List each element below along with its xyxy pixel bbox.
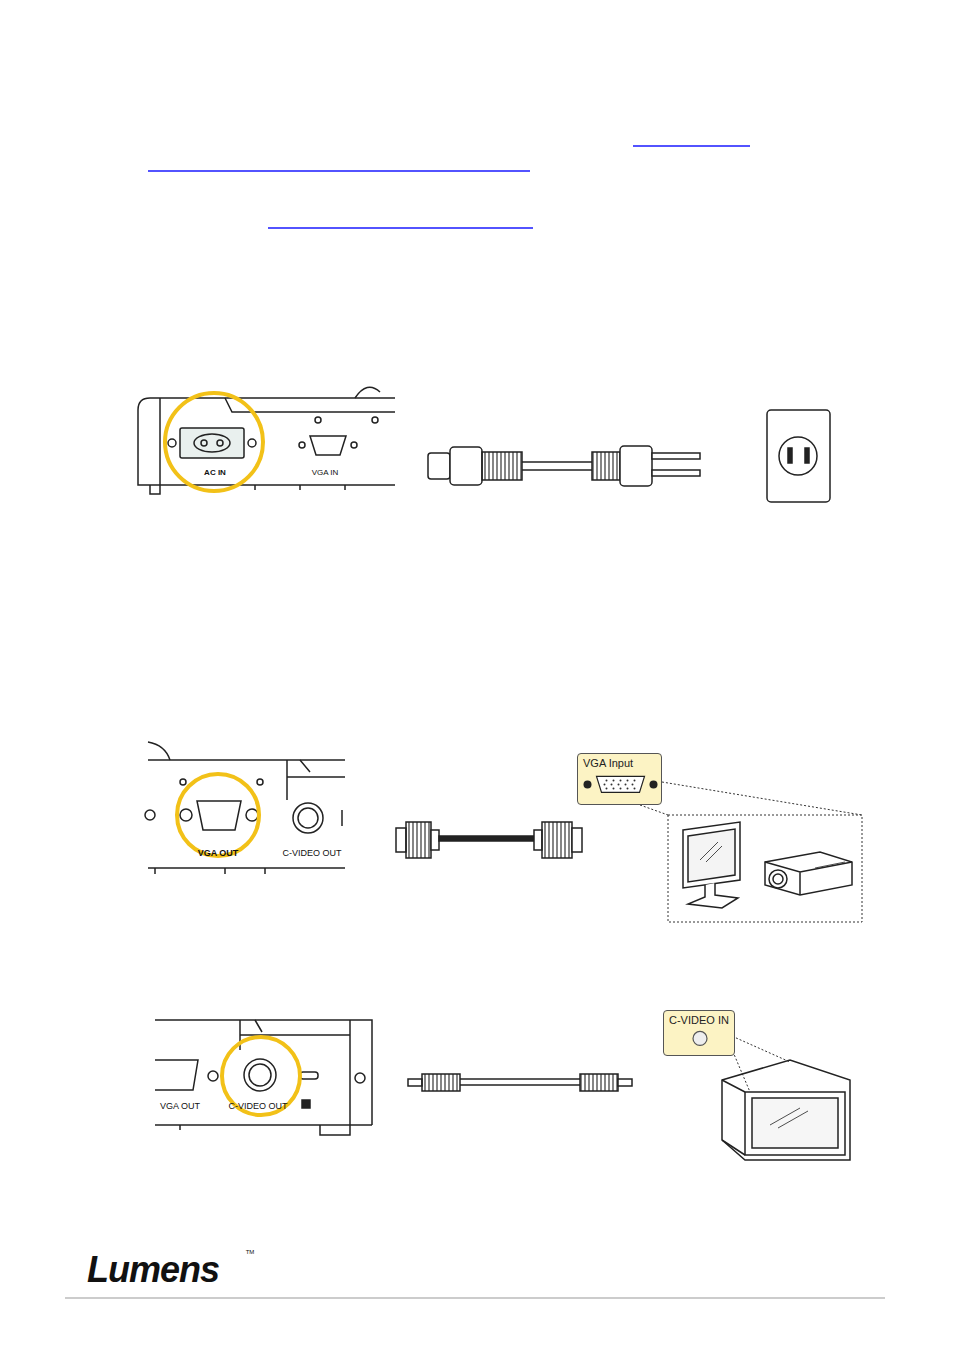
callout-box: C-VIDEO IN [663,1010,735,1056]
brand-logo: Lumens [87,1252,219,1288]
power-cord [428,446,700,486]
callout-region [640,782,862,922]
port-label: VGA OUT [198,849,239,858]
device-panel [145,742,345,874]
device-panel [155,1020,372,1135]
port-label: AC IN [204,469,226,477]
rca-cable [408,1074,632,1091]
monitor [683,822,740,908]
rca-port-icon [669,1028,731,1049]
vga-port-icon [583,771,658,798]
callout-text: VGA Input [583,757,656,769]
link-underline [148,146,750,228]
port-label: C-VIDEO OUT [228,1102,287,1111]
callout-text: C-VIDEO IN [669,1014,729,1026]
callout-box: VGA Input [577,753,662,805]
port-label: VGA IN [312,469,339,477]
projector [765,852,852,895]
port-label: C-VIDEO OUT [282,849,341,858]
device-panel [138,387,395,494]
highlight-circle [222,1037,300,1115]
highlight-circle [165,393,263,491]
footer-rule [65,1298,885,1299]
trademark-mark: TM [246,1249,255,1255]
highlight-circle [177,774,259,856]
wall-outlet [767,410,830,502]
port-label: VGA OUT [160,1102,200,1111]
tv [722,1060,850,1160]
vga-cable [396,822,582,858]
